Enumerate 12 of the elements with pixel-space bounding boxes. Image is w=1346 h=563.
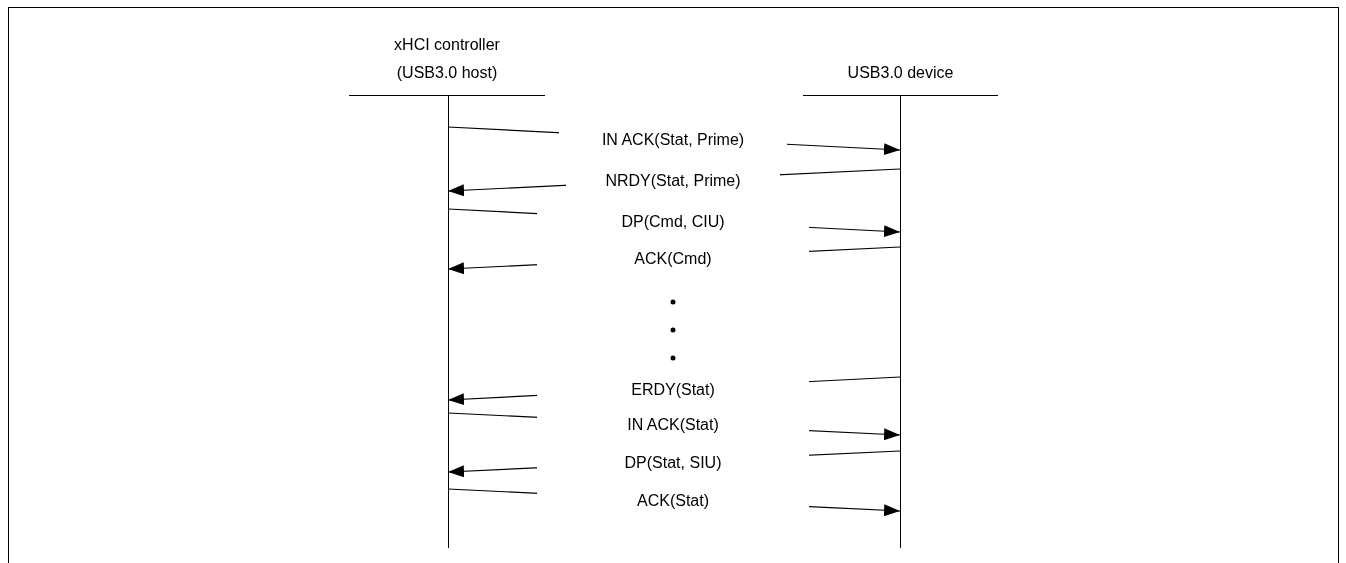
- edge-label: ACK(Stat): [537, 491, 809, 511]
- edge-label: NRDY(Stat, Prime): [566, 171, 780, 191]
- participant-name: USB3.0 device: [846, 63, 955, 83]
- edge-label: IN ACK(Stat): [537, 415, 809, 435]
- edge-label: ERDY(Stat): [537, 379, 809, 400]
- lifeline: [899, 96, 901, 548]
- edge-label: DP(Cmd, CIU): [537, 211, 809, 232]
- edge-label: DP(Stat, SIU): [537, 452, 809, 473]
- participant-name: xHCI controller (USB3.0 host): [393, 35, 501, 83]
- edge-label: ACK(Cmd): [537, 249, 809, 269]
- edge-label: IN ACK(Stat, Prime): [559, 129, 787, 150]
- lifeline: [447, 96, 449, 548]
